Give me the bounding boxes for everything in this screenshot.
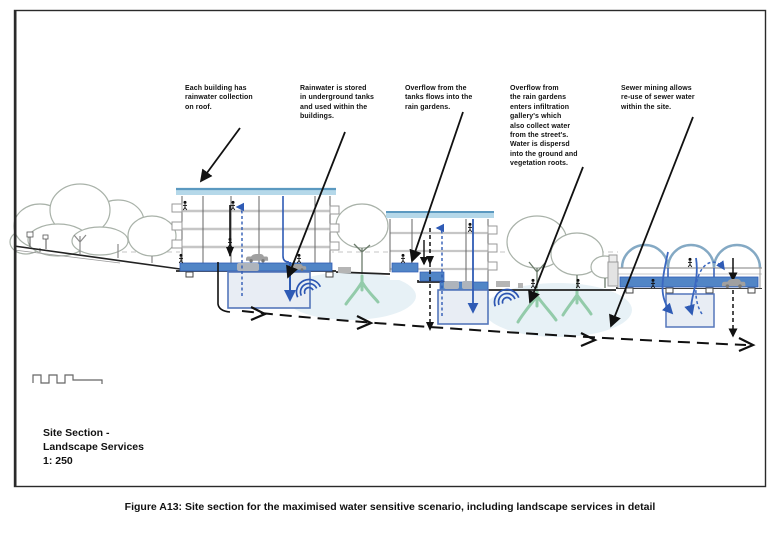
building-1-flow-arrows [217,196,296,313]
drawing-title-line1: Site Section - [43,427,110,439]
street-tree [335,203,389,274]
rain-downpipe [282,196,290,263]
balconies [487,225,498,271]
underground-tank-2 [437,281,489,325]
sewer-main-line [241,306,756,353]
annotation-sewer-mining: Sewer mining allows re-use of sewer wate… [621,85,695,111]
overflow-to-sewer-line [217,262,231,313]
underground-tank-3 [661,251,738,338]
drawing-title-line2: Landscape Services [43,440,144,453]
left-tree-cluster [9,183,177,263]
slope-ground-line [13,231,181,270]
annotation-leader-lines [199,111,694,328]
plant-equipment [607,261,619,287]
title-block: Site Section - Landscape Services 1: 250 [43,427,144,469]
drawing-scale: 1: 250 [43,454,73,467]
sewer-water-band [619,276,759,288]
balconies [171,203,340,251]
building-1-roof [176,189,336,195]
building-2-roof [386,212,494,218]
drawing-frame [13,9,767,488]
street-furniture [246,254,746,288]
building-2 [386,211,498,291]
reuse-return-arrow [235,202,245,296]
annotation-underground-tanks: Rainwater is stored in underground tanks… [300,85,374,121]
building-2-flow-arrows [419,219,479,331]
pump-equipment [237,263,259,271]
annotation-tank-overflow: Overflow from the tanks flows into the r… [405,85,473,111]
annotation-infiltration-gallery: Overflow from the rain gardens enters in… [510,85,578,167]
infiltration-zones [284,272,632,337]
figure-caption: Figure A13: Site section for the maximis… [124,501,656,513]
bench [338,267,351,273]
bench [496,281,510,287]
annotation-rainwater-collection: Each building has rainwater collection o… [185,85,253,111]
reuse-return-arrow [435,223,445,316]
rain-garden-trees [506,215,620,288]
scale-bar [32,374,103,384]
